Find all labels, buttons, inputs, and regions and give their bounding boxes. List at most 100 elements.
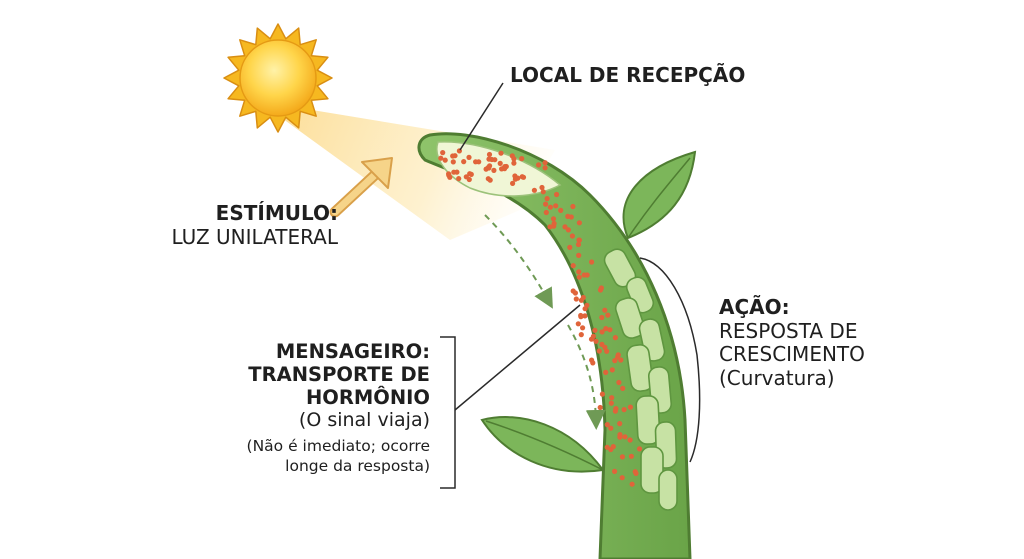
hormone-dot (602, 307, 608, 313)
stem-cell (626, 344, 654, 392)
hormone-dot (592, 327, 598, 333)
hormone-dot (487, 163, 493, 169)
hormone-dot (604, 422, 610, 428)
hormone-dot (511, 160, 517, 166)
hormone-dot (572, 290, 579, 296)
hormone-dot (629, 481, 635, 487)
hormone-dot (617, 421, 623, 427)
hormone-dot (612, 408, 619, 414)
arrow-up-right-icon (329, 157, 393, 218)
hormone-dot (608, 400, 614, 406)
action-line-3: (Curvatura) (719, 365, 835, 390)
messenger-note-line-2: longe da resposta) (285, 456, 430, 475)
hormone-dot (451, 169, 457, 175)
hormone-dot (599, 314, 605, 321)
hormone-dot (633, 470, 639, 476)
hormone-dot (608, 425, 614, 431)
action-line-1: RESPOSTA DE (719, 318, 858, 343)
hormone-dot (567, 244, 573, 250)
hormone-dot (609, 367, 615, 373)
hormone-dot (619, 454, 626, 460)
dashed-curved-arrow-icon (567, 324, 606, 430)
hormone-dot (627, 404, 634, 410)
hormone-dot (542, 165, 548, 171)
hormone-dot (589, 259, 595, 265)
action-bracket (639, 257, 701, 463)
hormone-dot (542, 160, 548, 166)
sun-icon (223, 23, 333, 133)
hormone-dot (618, 357, 624, 363)
elongated-cells (603, 248, 678, 511)
hormone-dot (612, 335, 619, 341)
messenger-line-1: MENSAGEIRO: (275, 340, 430, 363)
hormone-dot (580, 325, 586, 331)
hormone-dot (486, 151, 493, 158)
messenger-label: MENSAGEIRO: TRANSPORTE DE HORMÔNIO (O si… (247, 340, 430, 476)
hormone-dot (603, 369, 609, 375)
hormone-dot (575, 241, 582, 248)
hormone-dot (554, 191, 560, 198)
hormone-dot (570, 263, 576, 269)
hormone-dot (604, 348, 610, 354)
hormone-dot (597, 404, 603, 411)
hormone-dot (621, 407, 627, 413)
messenger-note: (Não é imediato; ocorre longe da respost… (247, 437, 430, 476)
hormone-dot (438, 155, 444, 161)
hormone-dot (584, 272, 590, 278)
hormone-dot (607, 327, 613, 333)
hormone-dot (544, 196, 550, 202)
hormone-dot (536, 162, 542, 168)
hormone-dot (450, 159, 456, 165)
hormone-dot (491, 167, 497, 173)
hormone-dot (609, 395, 615, 401)
hormone-dot (487, 177, 493, 183)
action-line-2: CRESCIMENTO (719, 342, 865, 367)
hormone-dot (636, 446, 643, 452)
hormone-dot (575, 321, 581, 327)
hormone-dot (467, 171, 473, 177)
hormone-dot (576, 237, 582, 243)
hormone-dot (547, 204, 554, 210)
hormone-dot (573, 296, 579, 302)
hormone-dot (617, 434, 623, 440)
hormone-dot (576, 220, 583, 226)
hormone-dot (558, 207, 564, 213)
hormone-dot (590, 360, 596, 366)
stem-cell (658, 469, 678, 511)
hormone-dot (531, 187, 538, 193)
hormone-dot (599, 341, 605, 347)
hormone-dot (550, 216, 557, 222)
hormone-dot (543, 209, 549, 216)
messenger-bracket (440, 336, 456, 489)
hormone-dot (447, 174, 453, 180)
hormone-dot (543, 201, 549, 207)
hormone-dot (570, 203, 576, 210)
hormone-dot (582, 306, 588, 312)
hormone-dot (461, 159, 467, 165)
hormone-dot (610, 444, 616, 450)
hormone-dot (615, 352, 621, 358)
hormone-dot (519, 174, 525, 180)
stimulus-text: LUZ UNILATERAL (171, 224, 338, 249)
hormone-dot (569, 233, 576, 239)
hormone-dot (580, 294, 586, 301)
stimulus-title: ESTÍMULO: (215, 201, 338, 225)
hormone-dot (578, 312, 584, 319)
hormone-dot (605, 312, 611, 318)
hormone-dot (466, 154, 472, 160)
hormone-dot (590, 333, 597, 339)
stem-cell (640, 446, 664, 494)
hormone-dot (620, 385, 626, 391)
hormone-dot (456, 176, 462, 182)
reception-pointer (459, 82, 504, 151)
action-label: AÇÃO: RESPOSTA DE CRESCIMENTO (Curvatura… (719, 295, 865, 390)
hormone-dot (511, 156, 517, 162)
reception-label: LOCAL DE RECEPÇÃO (510, 63, 746, 87)
hormone-dot (540, 189, 546, 195)
messenger-note-line-1: (Não é imediato; ocorre (246, 437, 430, 456)
messenger-pointer (454, 304, 581, 411)
hormone-dot (565, 213, 571, 219)
hormone-dot (576, 274, 582, 280)
hormone-dot (598, 285, 605, 291)
